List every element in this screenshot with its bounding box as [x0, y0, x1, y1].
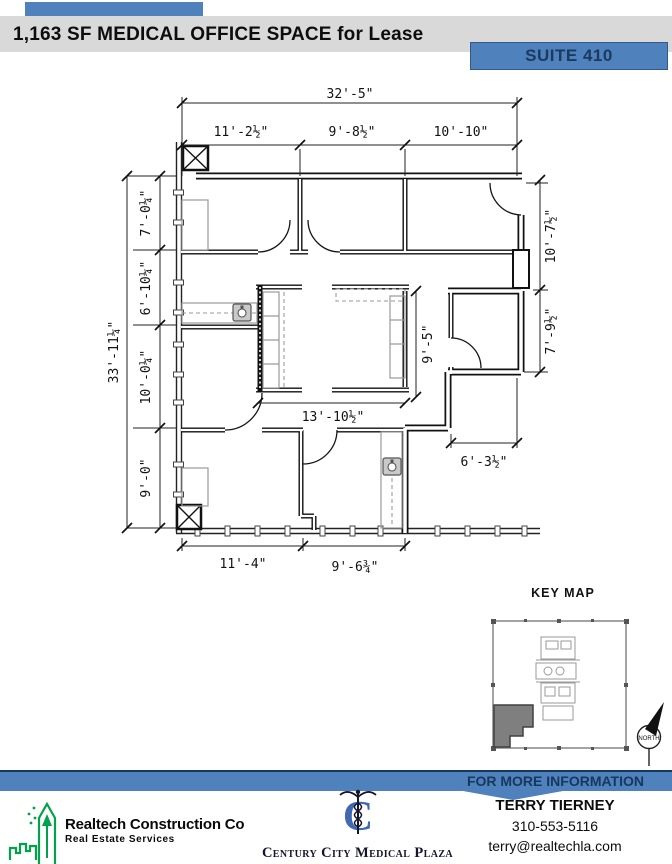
dim-top-1: 11'-2½": [214, 125, 269, 140]
century-name: Century City Medical Plaza: [261, 845, 454, 861]
sink-icon: [382, 457, 402, 476]
column-bottom-left: [175, 503, 203, 531]
dim-left-2: 6'-10¼": [139, 261, 154, 316]
dim-top-overall: 32'-5": [327, 87, 374, 102]
title-band: 1,163 SF MEDICAL OFFICE SPACE for Lease: [0, 16, 672, 52]
contact-block: TERRY TIERNEY 310-553-5116 terry@realtec…: [440, 797, 670, 854]
dim-center-width: 13'-10½": [302, 410, 365, 425]
sink-icon: [232, 303, 252, 322]
north-arrow-icon: NORTH: [636, 702, 664, 766]
window-walls: [175, 142, 540, 535]
dimension-labels: 32'-5" 11'-2½" 9'-8½" 10'-10" 33'-11¼" 7…: [107, 87, 559, 575]
dimension-lines: [121, 97, 548, 552]
casework: [181, 199, 406, 529]
north-label: NORTH: [638, 736, 659, 742]
dim-left-1: 7'-0¼": [139, 190, 154, 237]
keymap-core: [535, 636, 580, 721]
realtech-name: Realtech Construction Co: [65, 816, 245, 833]
column-top-left: [181, 144, 210, 172]
caduceus-icon: C: [339, 789, 377, 840]
dim-top-3: 10'-10": [434, 125, 489, 140]
info-banner: FOR MORE INFORMATION: [0, 770, 672, 791]
suite-badge: SUITE 410: [470, 42, 668, 70]
door-arcs: [224, 182, 522, 465]
page-title: 1,163 SF MEDICAL OFFICE SPACE for Lease: [13, 24, 424, 45]
contact-email-link[interactable]: terry@realtechla.com: [488, 838, 622, 854]
dim-bottom-2: 9'-6¾": [332, 560, 379, 575]
contact-name: TERRY TIERNEY: [495, 797, 615, 814]
keymap: NORTH: [491, 619, 664, 766]
dim-right-2: 7'-9½": [544, 308, 559, 355]
century-logo: C Century City Medical Plaza: [250, 786, 465, 864]
dim-bottom-right: 6'-3½": [461, 455, 508, 470]
keymap-title: KEY MAP: [531, 586, 595, 600]
dim-bottom-1: 11'-4": [220, 557, 267, 572]
floor-plan: 32'-5" 11'-2½" 9'-8½" 10'-10" 33'-11¼" 7…: [107, 87, 559, 575]
keymap-suite-highlight: [493, 704, 534, 748]
realtech-logo-icon: [8, 801, 57, 864]
window-mullions: [173, 189, 528, 537]
dim-left-3: 10'-0¼": [139, 350, 154, 405]
dim-left-overall: 33'-11¼": [107, 321, 122, 384]
dim-left-4: 9'-0": [139, 458, 154, 497]
realtech-logo: Realtech Construction Co Real Estate Ser…: [8, 792, 253, 864]
info-banner-text: FOR MORE INFORMATION: [466, 773, 644, 789]
info-banner-chevron: [463, 791, 563, 800]
dim-right-1: 10'-7½": [544, 209, 559, 264]
realtech-tagline: Real Estate Services: [65, 834, 175, 845]
header-accent-bar: [25, 2, 203, 16]
walls: [181, 172, 530, 533]
contact-phone: 310-553-5116: [511, 818, 599, 834]
dim-top-2: 9'-8½": [329, 125, 376, 140]
dim-center-height: 9'-5": [421, 324, 436, 363]
